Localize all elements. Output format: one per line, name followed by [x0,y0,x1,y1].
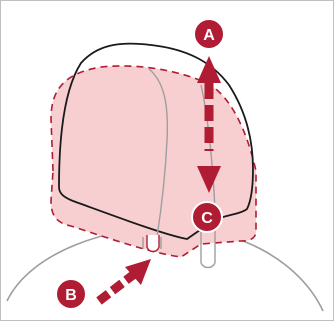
callout-a: A [194,19,224,49]
headrest-raised-position [51,66,256,257]
callout-a-label: A [203,27,215,44]
callout-b: B [56,279,86,309]
headrest-post-right-base [201,263,215,268]
callout-c: C [192,202,222,232]
callout-c-label: C [201,210,213,227]
callout-b-label: B [65,287,77,304]
release-button-slot [147,235,159,252]
diagonal-push-arrow-icon [99,259,151,301]
